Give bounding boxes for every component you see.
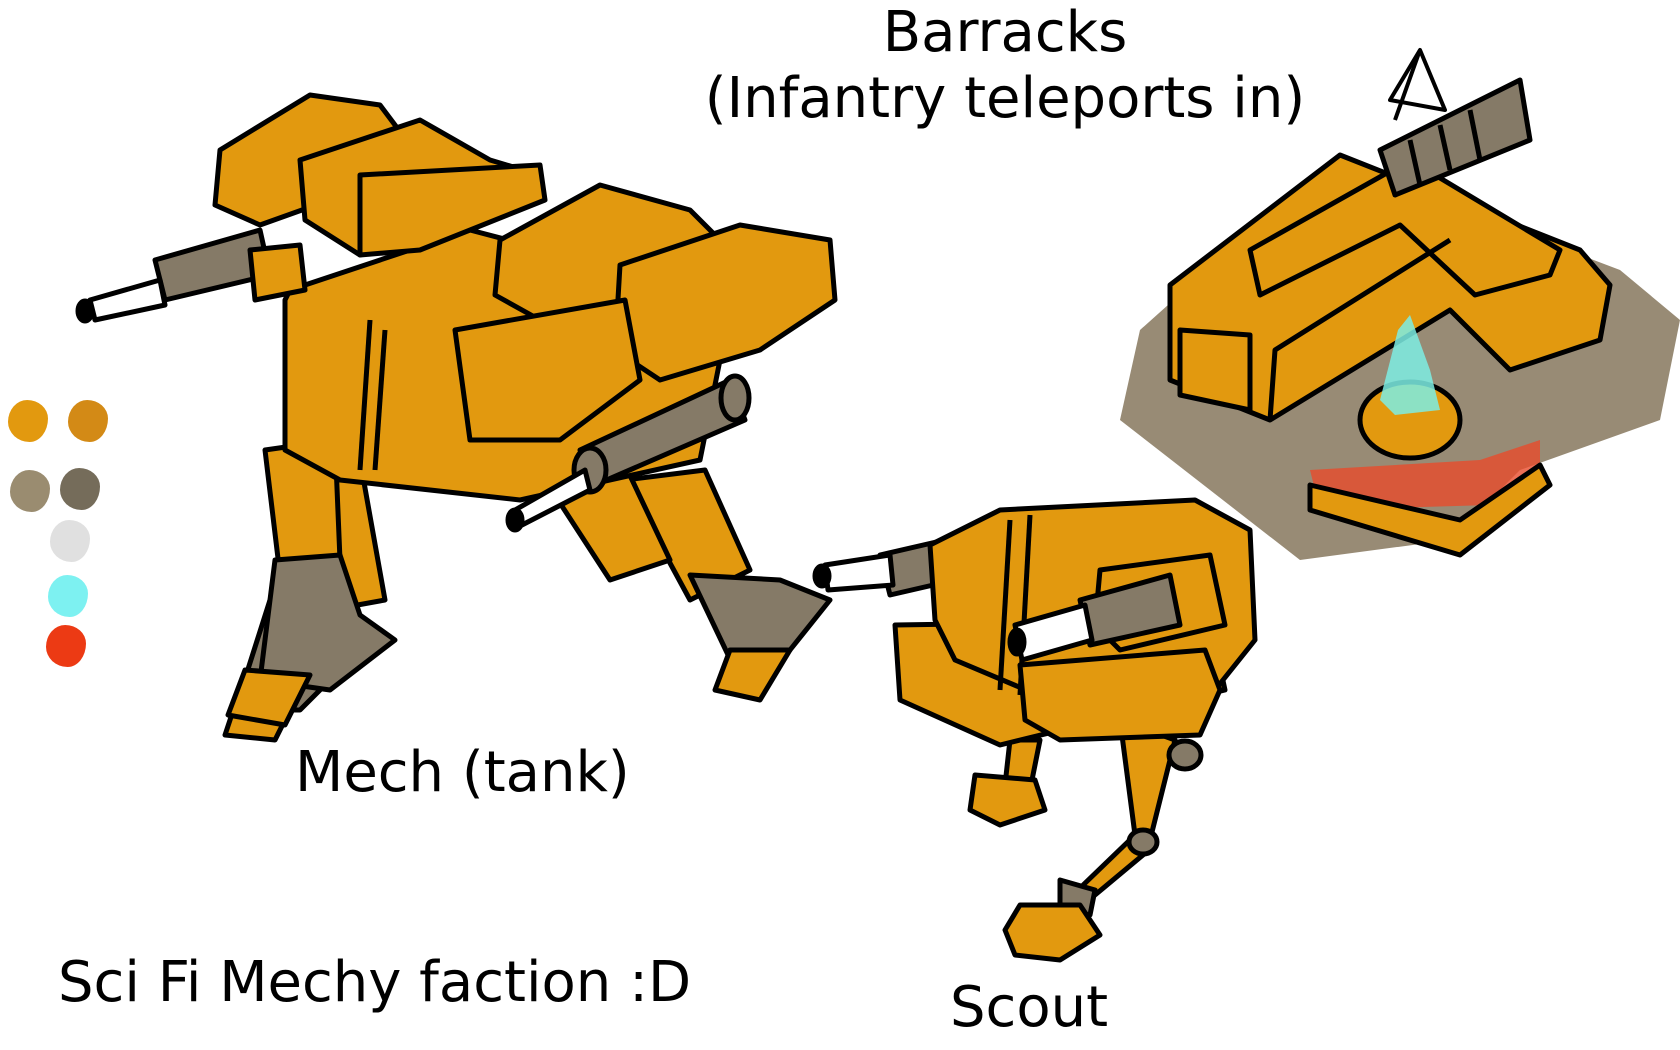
palette-swatch-orange-dark [68,400,108,442]
palette-swatch-red-orange [46,625,86,667]
faction-caption: Sci Fi Mechy faction :D [58,950,692,1015]
palette-swatch-cyan [48,575,88,617]
mech-front-gun [505,373,752,533]
palette-swatch-light-gray [50,520,90,562]
scout-back-leg [967,737,1048,828]
barracks-subtitle: (Infantry teleports in) [704,66,1306,131]
palette-swatch-dark-gray-brown [60,468,100,510]
barracks-antenna [1377,48,1533,198]
mech-rear-leg [225,437,398,728]
scout-unit [812,497,1258,963]
color-palette [0,0,120,700]
teleport-field [1310,440,1540,510]
scout-label: Scout [950,975,1109,1040]
mech-tank-unit [75,92,838,743]
palette-swatch-orange-light [8,400,48,442]
barracks-label: Barracks (Infantry teleports in) [645,0,1365,132]
barracks-building [1120,48,1680,560]
scout-front-leg [1002,717,1204,963]
barracks-title: Barracks [882,0,1128,65]
mech-label: Mech (tank) [295,740,630,805]
teleport-beam [1380,315,1440,415]
scout-main-gun [1007,572,1183,663]
palette-swatch-gray-brown [10,470,50,512]
mech-rear-gun [75,227,308,324]
mech-front-leg [542,462,833,703]
